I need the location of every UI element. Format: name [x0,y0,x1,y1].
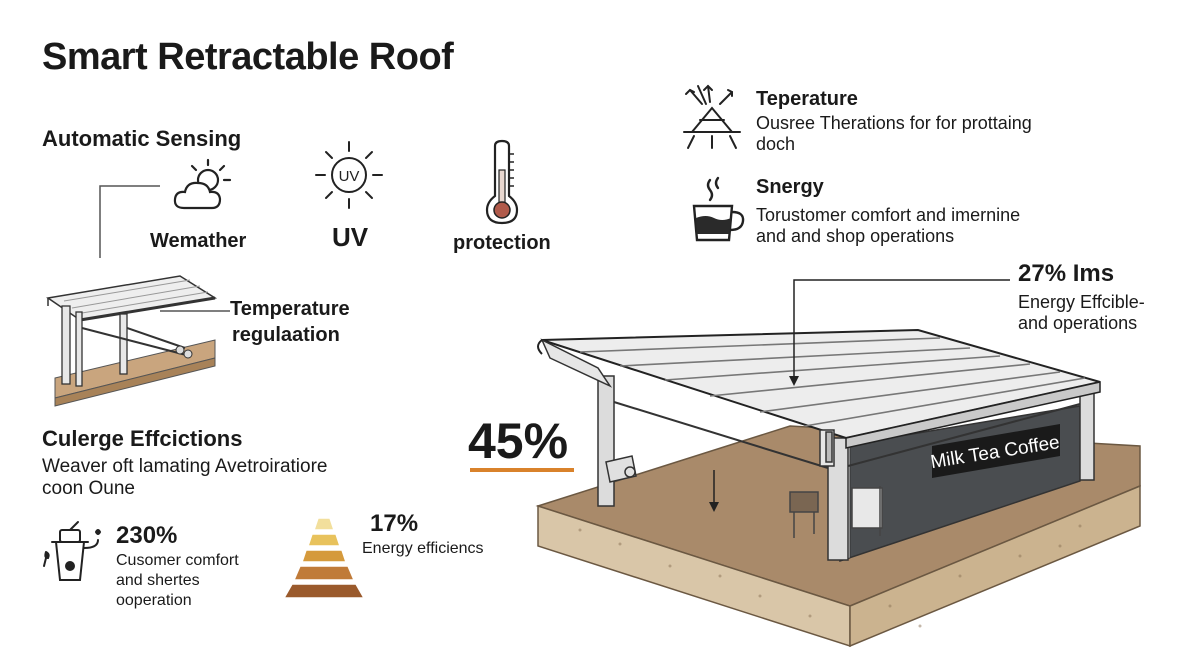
stat-17-value: 17% [370,510,419,537]
shop-roof-illustration: Milk Tea Coffee [535,328,1141,648]
energy-block-line2: and and shop operations [756,226,955,246]
uv-label: UV [332,222,369,252]
thermometer-icon [485,139,519,225]
stat-27-line2: and operations [1018,313,1138,333]
energy-block-line1: Torustomer comfort and imernine [756,205,1021,225]
temp-block-line2: doch [756,134,796,154]
stat-27-line1: Energy Effcible- [1018,292,1145,312]
temp-block-heading: Teperature [756,88,858,110]
stat-45-value: 45% [468,413,569,469]
stat-17-label: Energy efficiencs [362,540,484,557]
roof-post-left [597,375,615,507]
roof-post-right [1079,385,1095,481]
cafe-furniture [789,486,883,538]
small-roof-illustration [46,275,218,407]
sensing-connector [99,185,160,258]
regulation-label-line1: Temperature [230,298,350,320]
protection-label: protection [453,232,551,254]
ground-slab-side [849,484,1141,648]
stat-45-underline [470,468,574,472]
heat-reflect-icon [683,84,741,149]
drink-cup-icon [43,521,102,581]
stat-27-value: 27% Ims [1018,260,1115,287]
weather-label: Wemather [150,230,247,252]
energy-pyramid-icon [282,517,366,599]
roof-gutter [540,338,835,467]
weather-icon [173,158,232,210]
sensing-heading: Automatic Sensing [42,126,242,151]
efficiency-heading: Culerge Effcictions [42,426,243,451]
efficiency-desc-line2: coon Oune [42,478,135,499]
uv-sun-icon: UV [315,141,383,209]
efficiency-desc-line1: Weaver oft lamating Avetroiratiore [42,456,328,477]
regulation-connector [160,310,230,312]
stat-45-arrow [709,470,719,512]
uv-icon-text: UV [339,168,360,185]
roof-slats [579,337,1086,427]
regulation-label-line2: regulaation [232,324,340,346]
energy-block-heading: Snergy [756,176,824,198]
stat-230-line2: and shertes [116,572,200,589]
roof-post-front [827,437,849,561]
page-title: Smart Retractable Roof [42,36,454,78]
stat-230-line3: ooperation [116,592,192,609]
stat-27-leader [789,279,1010,386]
motor-bracket [605,455,637,483]
stat-230-value: 230% [116,522,178,549]
stat-230-line1: Cusomer comfort [116,552,239,569]
coffee-cup-icon [692,176,745,242]
temp-block-line1: Ousree Therations for for prottaing [756,113,1032,133]
